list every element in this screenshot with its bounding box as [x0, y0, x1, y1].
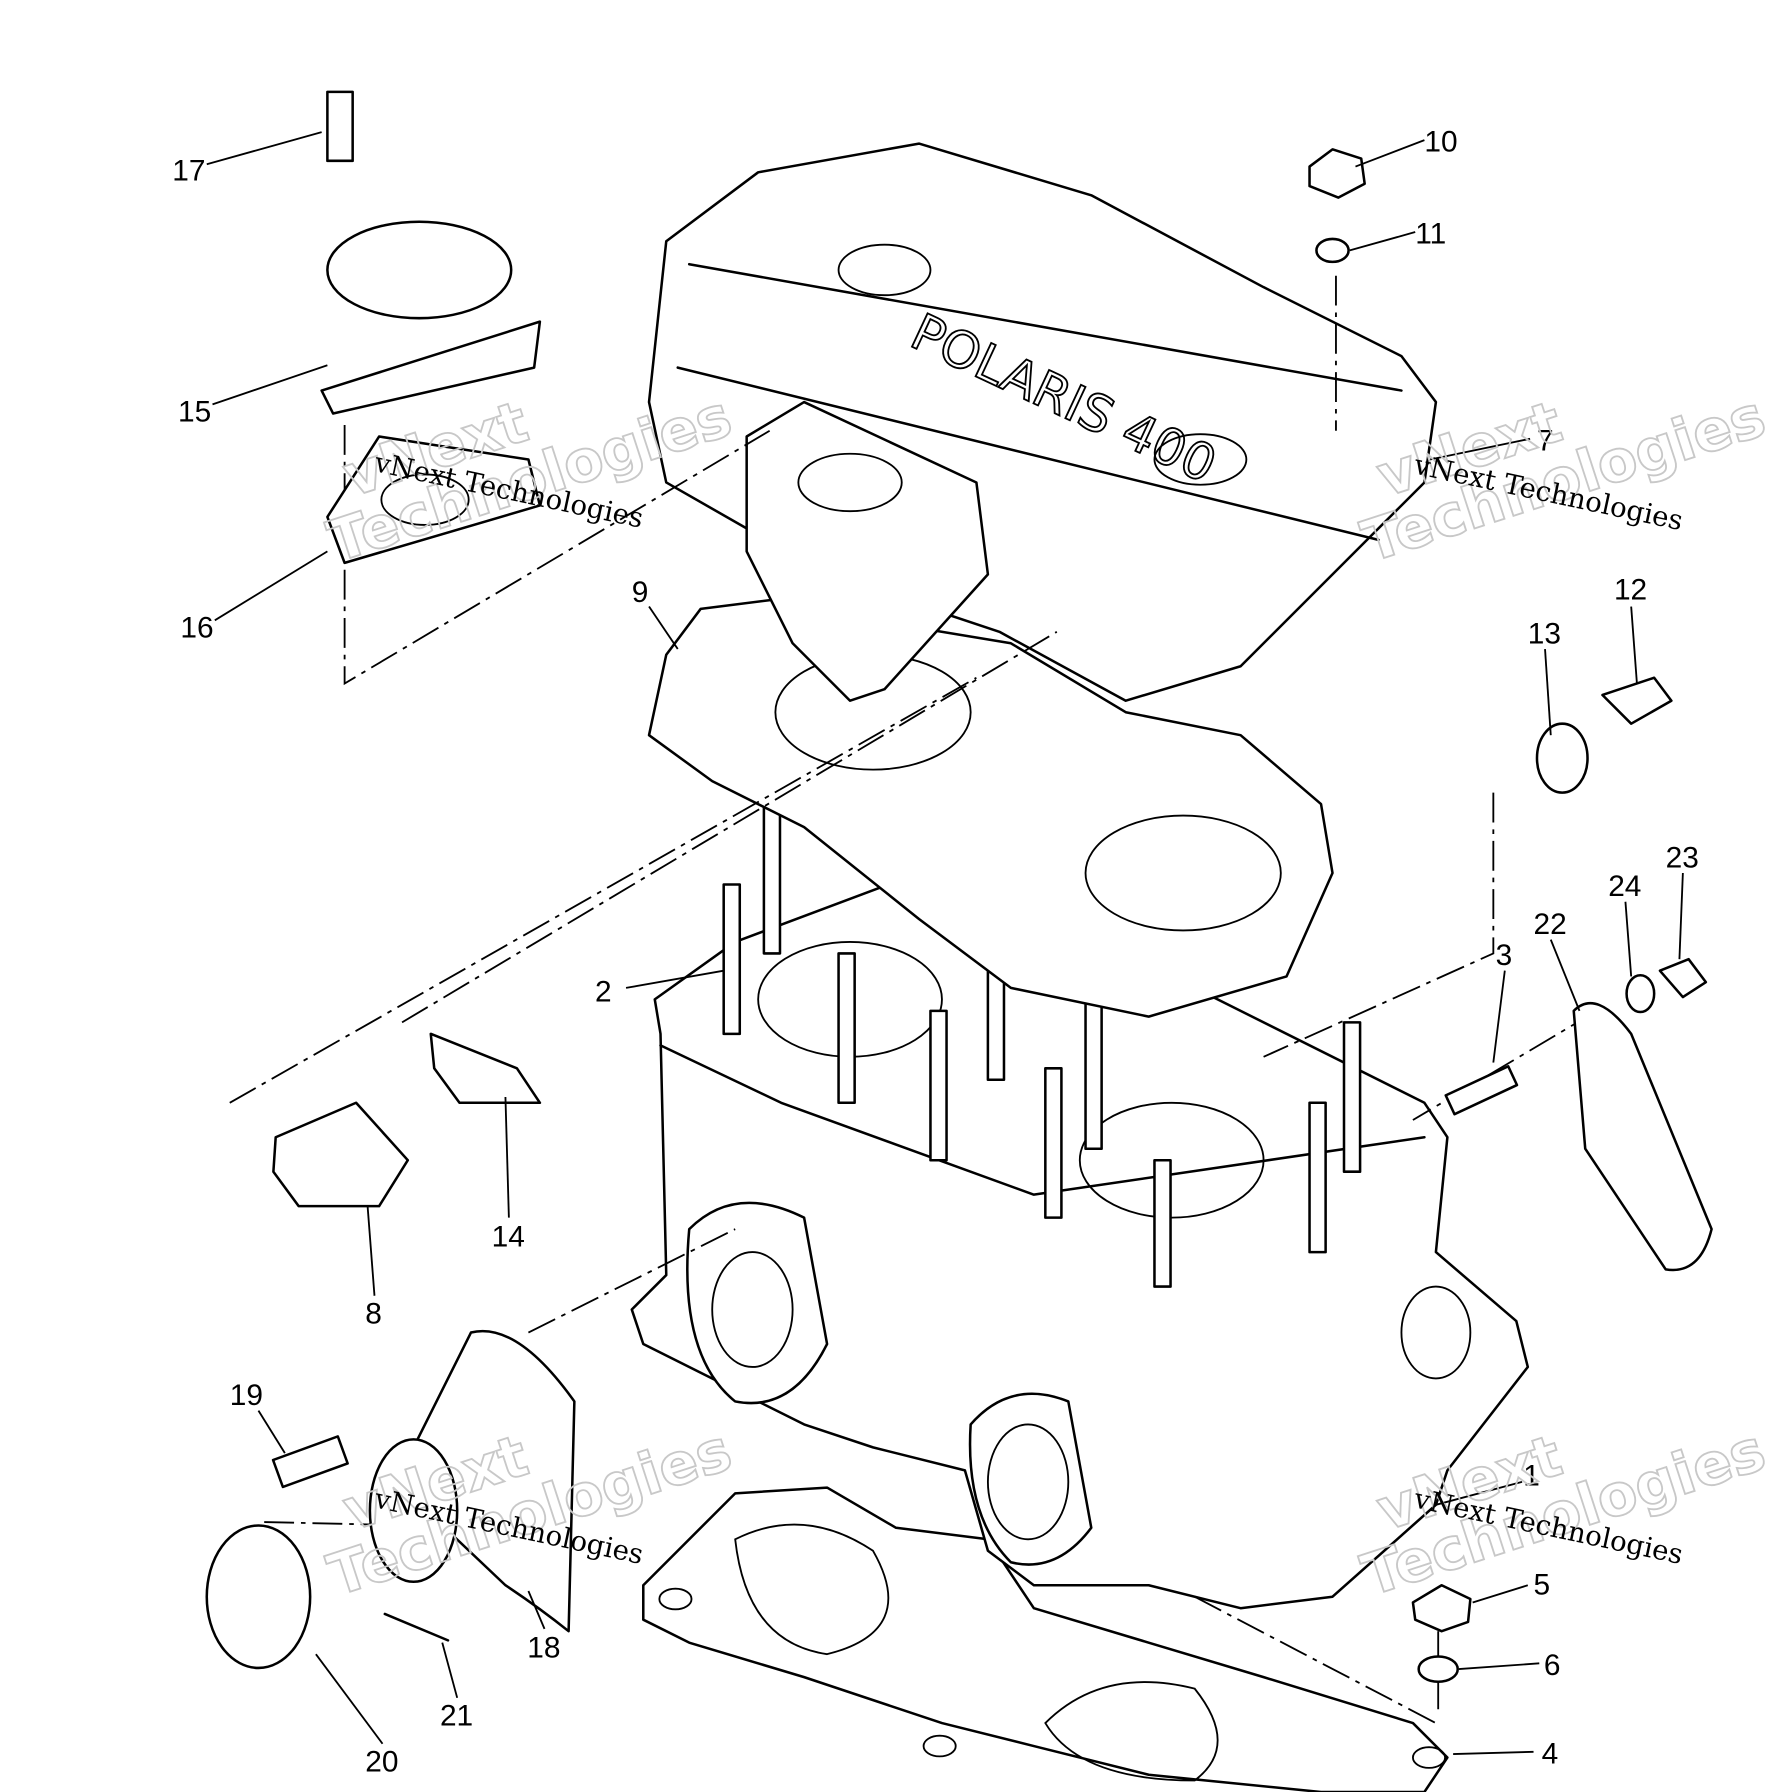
spark-plug-boss	[837, 243, 932, 297]
callout-7: 7	[1537, 424, 1554, 457]
gasket-hole	[658, 1587, 693, 1611]
callout-21: 21	[440, 1699, 473, 1732]
exhaust-port	[711, 1251, 794, 1368]
bolt-12	[1601, 676, 1673, 725]
screw-21	[383, 1612, 450, 1642]
callout-8: 8	[365, 1297, 382, 1330]
callout-22: 22	[1534, 908, 1567, 941]
callout-14: 14	[492, 1220, 525, 1253]
callout-18: 18	[527, 1632, 560, 1665]
callout-15: 15	[178, 396, 211, 429]
callout-19: 19	[230, 1379, 263, 1412]
callout-16: 16	[180, 612, 213, 645]
gasket-hole	[922, 1734, 957, 1758]
thermostat-opening	[797, 452, 903, 513]
thermostat-cover-15	[320, 320, 542, 415]
callout-5: 5	[1534, 1568, 1551, 1601]
callout-leaders	[206, 131, 1684, 1756]
washer-6	[1417, 1655, 1459, 1683]
nut-23	[1658, 957, 1708, 999]
gasket-bore	[1084, 814, 1282, 932]
washer-11	[1315, 237, 1350, 264]
callout-12: 12	[1614, 574, 1647, 607]
callout-9: 9	[632, 576, 649, 609]
callout-4: 4	[1542, 1737, 1559, 1770]
nut-10	[1308, 148, 1366, 199]
cylinder-studs	[722, 802, 1362, 1288]
gasket-22	[1572, 1001, 1713, 1272]
callout-10: 10	[1424, 126, 1457, 159]
base-gasket	[642, 1486, 1449, 1792]
exhaust-port-flange	[968, 1392, 1093, 1566]
gasket-bore	[1044, 1681, 1219, 1782]
exhaust-port	[986, 1423, 1070, 1541]
cover-fin	[687, 262, 1403, 392]
callout-labels: 1 2 3 4 5 6 7 8 9 10 11 12 13 14 15 16 1…	[172, 126, 1699, 1779]
thermostat-cover-ring	[326, 220, 513, 320]
callout-13: 13	[1528, 617, 1561, 650]
callout-11: 11	[1415, 218, 1446, 251]
callout-6: 6	[1544, 1649, 1561, 1682]
callout-20: 20	[365, 1745, 398, 1778]
spark-plug-boss	[1153, 433, 1248, 486]
exhaust-coupler	[368, 1438, 459, 1584]
callout-24: 24	[1608, 870, 1641, 903]
gasket-hole	[1412, 1746, 1447, 1769]
plug-8	[272, 1101, 410, 1208]
side-port	[1400, 1285, 1472, 1380]
gasket-16-hole	[380, 473, 470, 526]
bolt-17	[326, 90, 354, 163]
exhaust-port-flange	[686, 1201, 829, 1405]
block-deck-edge	[659, 1044, 1426, 1196]
washer-24	[1625, 973, 1656, 1014]
callout-2: 2	[595, 976, 612, 1009]
callout-1: 1	[1523, 1459, 1540, 1492]
cover-fin	[676, 366, 1380, 542]
gasket-bore	[734, 1523, 890, 1656]
gasket-16	[326, 435, 542, 565]
nut-5	[1411, 1583, 1472, 1633]
exhaust-flange-18	[395, 1329, 576, 1633]
clamp-20	[205, 1524, 312, 1670]
bolt-19	[271, 1435, 349, 1489]
stud-3	[1444, 1065, 1519, 1116]
callout-3: 3	[1496, 939, 1513, 972]
callout-17: 17	[172, 154, 205, 187]
washer-13	[1535, 722, 1589, 794]
callout-23: 23	[1666, 841, 1699, 874]
thermostat-housing	[745, 400, 990, 702]
sensor-14	[429, 1032, 542, 1105]
